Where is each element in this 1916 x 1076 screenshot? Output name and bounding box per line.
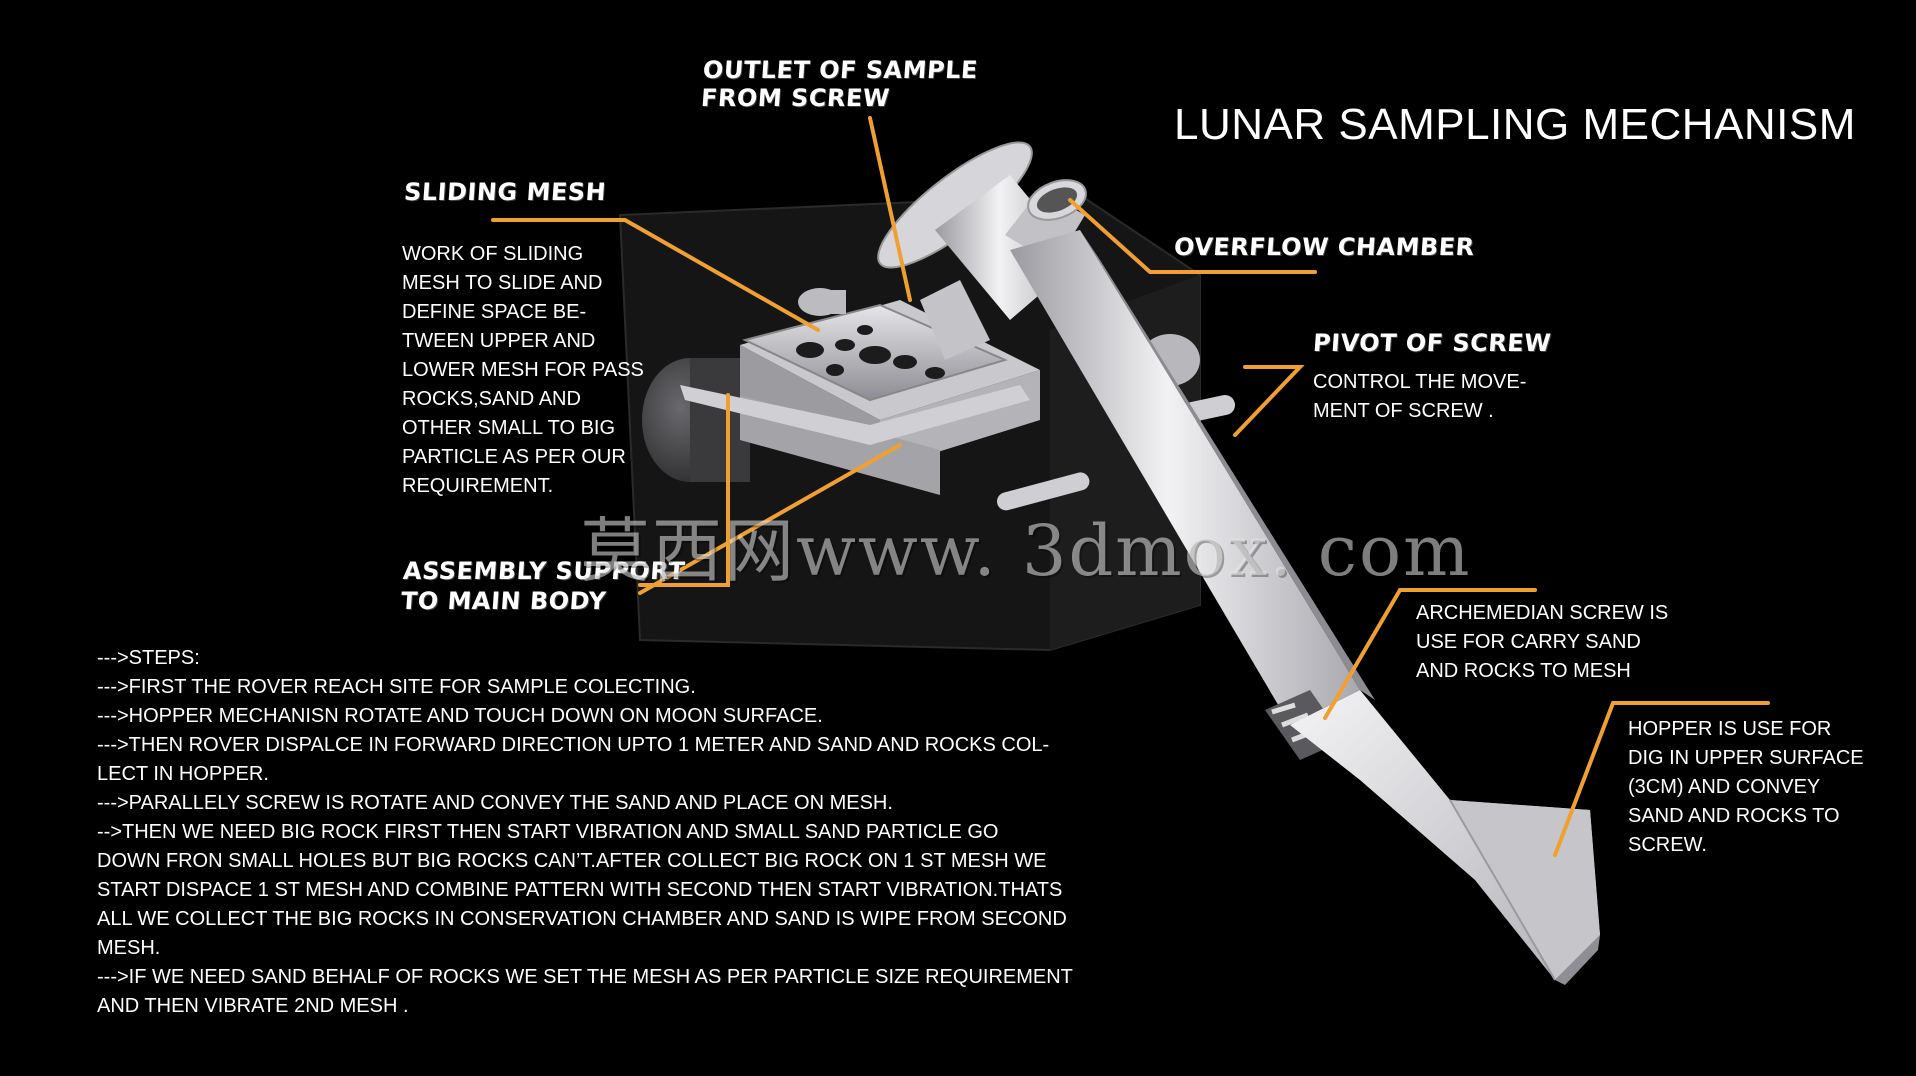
desc-line: (3CM) AND CONVEY [1628,776,1821,798]
step-line: DOWN FRON SMALL HOLES BUT BIG ROCKS CAN’… [97,850,1047,872]
screw-description: ARCHEMEDIAN SCREW IS USE FOR CARRY SAND … [1416,599,1668,686]
watermark: 莫西网www. 3dmox. com [580,510,1472,592]
step-line: --->THEN ROVER DISPALCE IN FORWARD DIREC… [97,734,1050,756]
callout-pivot: PIVOT OF SCREW [1312,329,1553,357]
leader-assembly-1 [638,393,730,587]
desc-line: CONTROL THE MOVE- [1313,371,1527,393]
hopper [1290,690,1600,985]
callout-sliding-mesh: SLIDING MESH [403,178,608,206]
leader-outlet [868,116,912,302]
desc-line: ROCKS,SAND AND [402,388,581,410]
step-line: ALL WE COLLECT THE BIG ROCKS IN CONSERVA… [97,908,1067,930]
step-line: --->FIRST THE ROVER REACH SITE FOR SAMPL… [97,676,696,698]
desc-line: DEFINE SPACE BE- [402,301,587,323]
desc-line: PARTICLE AS PER OUR [402,446,626,468]
step-line: --->HOPPER MECHANISN ROTATE AND TOUCH DO… [97,705,823,727]
desc-line: DIG IN UPPER SURFACE [1628,747,1864,769]
step-line: AND THEN VIBRATE 2ND MESH . [97,995,409,1017]
step-line: LECT IN HOPPER. [97,763,269,785]
desc-line: WORK OF SLIDING [402,243,584,265]
desc-line: AND ROCKS TO MESH [1416,660,1631,682]
desc-line: MESH TO SLIDE AND [402,272,603,294]
desc-line: SCREW. [1628,834,1707,856]
leader-sliding-mesh [491,218,820,332]
step-line: --->STEPS: [97,647,200,669]
leader-assembly-2 [638,443,902,595]
leader-screw [1323,588,1537,720]
leader-pivot [1233,365,1305,437]
desc-line: SAND AND ROCKS TO [1628,805,1840,827]
callout-outlet-line-1: OUTLET OF SAMPLE [702,56,979,84]
outlet-flange [877,141,1080,360]
desc-line: LOWER MESH FOR PASS [402,359,644,381]
desc-line: USE FOR CARRY SAND [1416,631,1641,653]
side-cylinder [642,358,750,482]
step-line: MESH. [97,937,161,959]
desc-line: OTHER SMALL TO BIG [402,417,616,439]
step-line: START DISPACE 1 ST MESH AND COMBINE PATT… [97,879,1063,901]
step-line: -->THEN WE NEED BIG ROCK FIRST THEN STAR… [97,821,999,843]
sliding-mesh-description: WORK OF SLIDING MESH TO SLIDE AND DEFINE… [402,240,644,501]
callout-outlet-line-2: FROM SCREW [700,84,891,112]
desc-line: ARCHEMEDIAN SCREW IS [1416,602,1669,624]
callout-overflow-chamber: OVERFLOW CHAMBER [1173,233,1476,261]
leader-overflow [1068,198,1317,274]
step-line: --->PARALLELY SCREW IS ROTATE AND CONVEY… [97,792,893,814]
desc-line: MENT OF SCREW . [1313,400,1494,422]
callout-outlet: OUTLET OF SAMPLE FROM SCREW [700,56,979,112]
hopper-description: HOPPER IS USE FOR DIG IN UPPER SURFACE (… [1628,715,1864,860]
leader-hopper [1553,701,1770,857]
steps-text: --->STEPS: --->FIRST THE ROVER REACH SIT… [97,644,1073,1021]
step-line: --->IF WE NEED SAND BEHALF OF ROCKS WE S… [97,966,1073,988]
leader-lines [491,116,1770,857]
page-title: LUNAR SAMPLING MECHANISM [1174,100,1856,149]
desc-line: TWEEN UPPER AND [402,330,596,352]
mesh-box [680,288,1040,495]
desc-line: REQUIREMENT. [402,475,554,497]
desc-line: HOPPER IS USE FOR [1628,718,1832,740]
pivot-description: CONTROL THE MOVE- MENT OF SCREW . [1313,368,1526,426]
